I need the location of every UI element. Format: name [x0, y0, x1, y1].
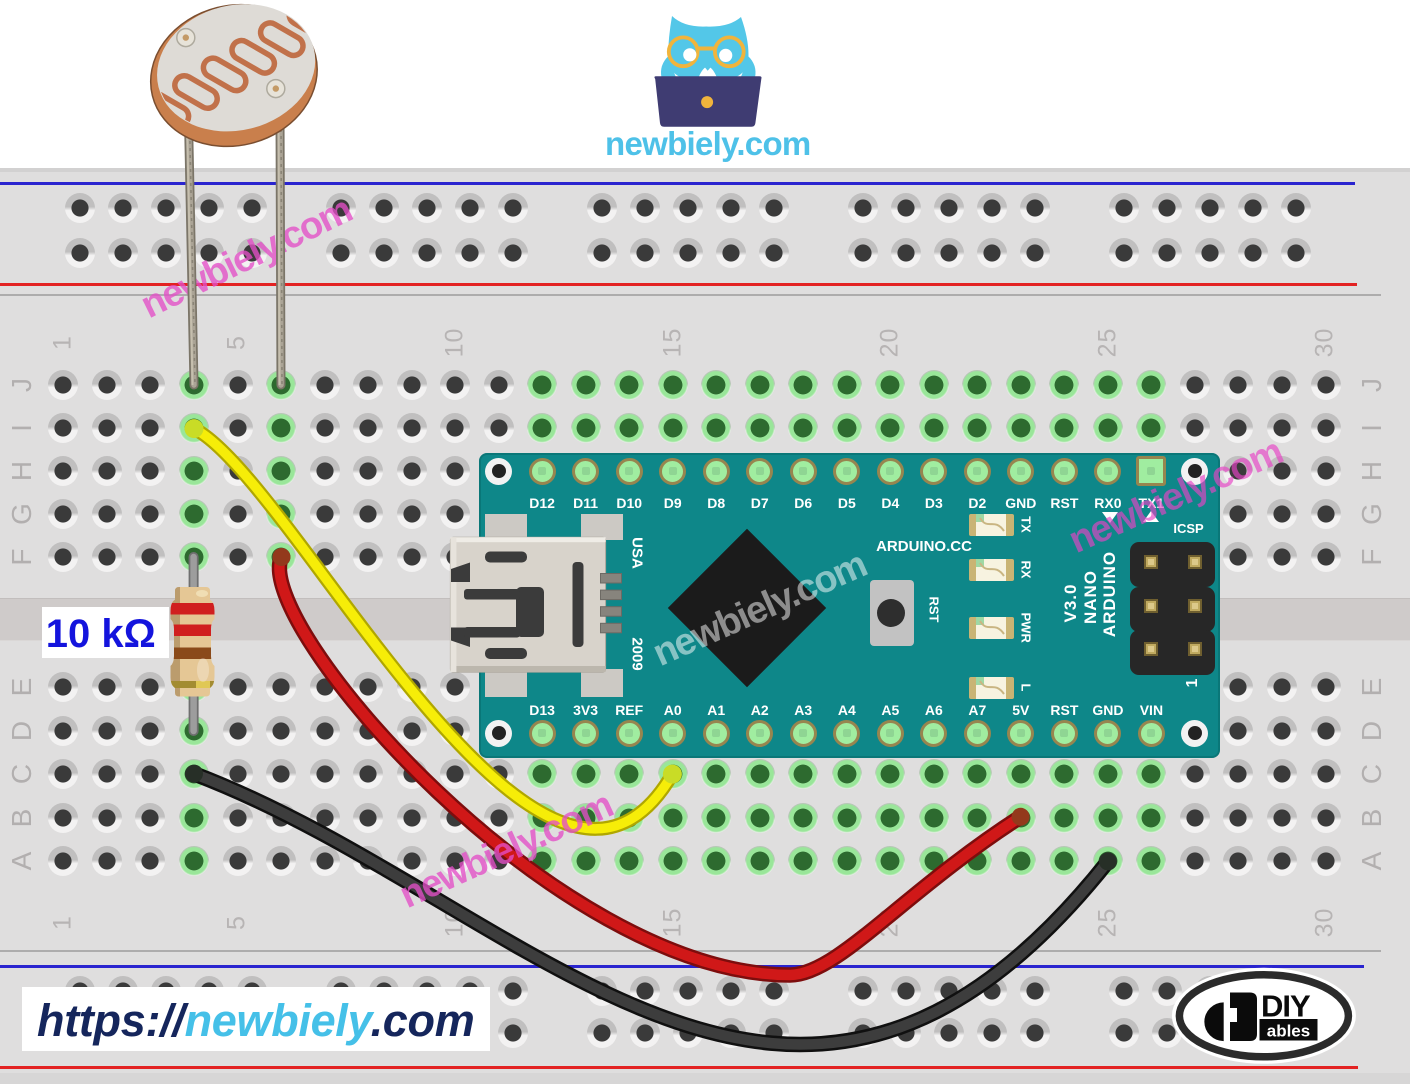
- svg-text:ables: ables: [1267, 1022, 1310, 1041]
- svg-text:DIY: DIY: [1261, 989, 1311, 1024]
